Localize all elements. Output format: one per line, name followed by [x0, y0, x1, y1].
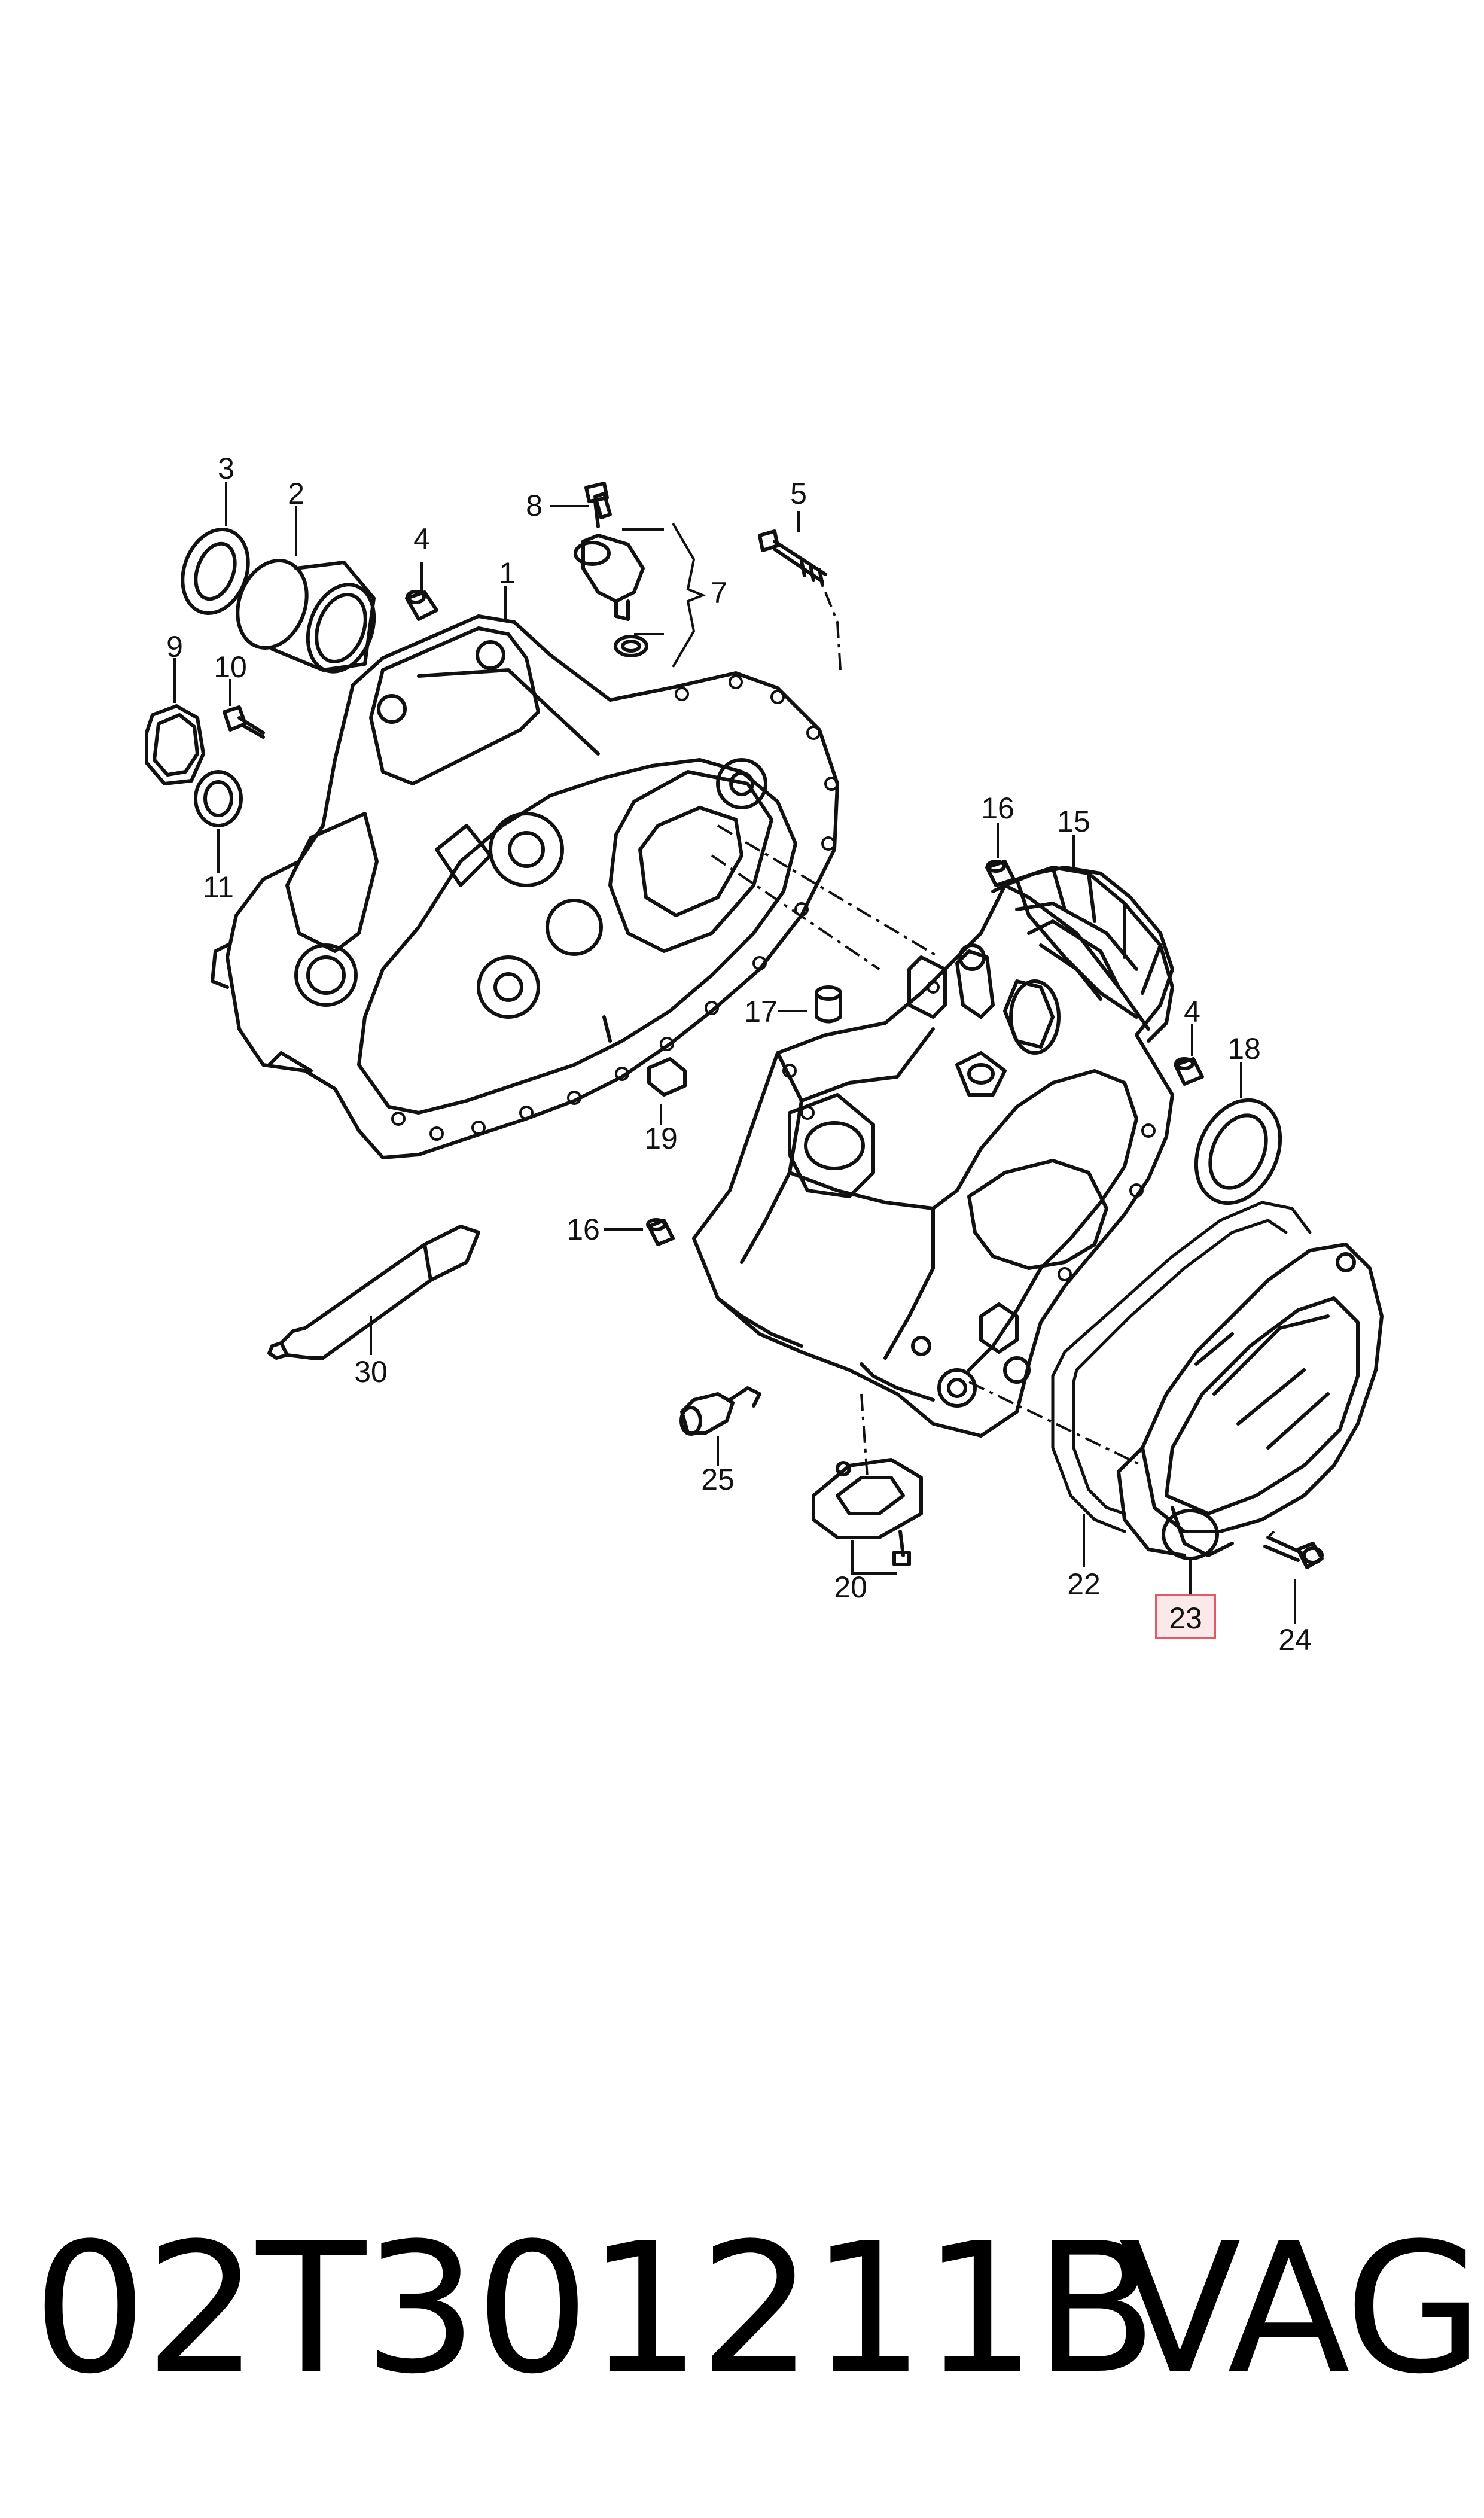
gearbox-housing-front	[211, 614, 839, 1159]
bolt-8	[584, 482, 609, 528]
callout-22: 22	[1067, 1567, 1101, 1601]
sensor-25	[679, 1386, 761, 1436]
dowel-pin-16b	[646, 1218, 675, 1246]
clip-19	[647, 1057, 687, 1097]
centerline-2	[717, 824, 940, 958]
callout-24: 24	[1278, 1623, 1312, 1657]
callout-3: 3	[218, 452, 234, 485]
part-number: 02T301211B	[33, 2205, 1157, 2413]
bolt-5	[758, 529, 827, 587]
callout-2: 2	[288, 477, 304, 510]
leader-7	[622, 522, 706, 668]
centerline-1	[711, 854, 880, 970]
dowel-pin-16a	[985, 860, 1016, 887]
flange-gasket-9	[145, 704, 205, 785]
bracket-20	[812, 1458, 923, 1566]
callout-5: 5	[790, 477, 807, 510]
centerline-5	[824, 592, 842, 671]
sensor-7	[574, 492, 648, 657]
callout-16b: 16	[566, 1213, 600, 1246]
screw-10	[223, 705, 265, 739]
callout-30: 30	[354, 1355, 388, 1389]
highlighted-callout-box	[1155, 1594, 1216, 1639]
cover-gasket	[1051, 1201, 1312, 1533]
callout-7: 7	[711, 576, 727, 610]
callout-19: 19	[644, 1122, 678, 1155]
sealant-tube-30	[267, 1225, 480, 1360]
callout-17: 17	[744, 995, 778, 1028]
callout-11: 11	[203, 870, 234, 904]
plug-17	[815, 985, 842, 1024]
oil-pan-cover	[1117, 1243, 1384, 1560]
callout-23: 23	[1169, 1601, 1202, 1635]
callout-16a: 16	[981, 791, 1014, 825]
leader-oilpan	[1267, 1530, 1275, 1539]
centerline-3	[860, 1393, 869, 1478]
callout-8: 8	[526, 489, 543, 522]
bearing-sleeve-2	[236, 559, 376, 674]
callout-18: 18	[1227, 1032, 1261, 1065]
seal-18	[1194, 1098, 1282, 1205]
callout-4a: 4	[413, 522, 430, 556]
seal-ring-3	[181, 528, 250, 615]
seal-11	[194, 770, 243, 827]
rear-end-cover	[958, 866, 1174, 1043]
callout-4b: 4	[1184, 995, 1200, 1028]
bolt-24	[1263, 1536, 1324, 1569]
dowel-pin-4a	[405, 590, 438, 621]
dowel-pin-4b	[1174, 1057, 1204, 1086]
callout-15: 15	[1057, 805, 1090, 838]
brand-name: VAG	[1119, 2205, 1483, 2413]
callout-9: 9	[166, 630, 183, 663]
callout-25: 25	[701, 1463, 735, 1496]
callout-1: 1	[499, 556, 516, 590]
callout-10: 10	[214, 650, 247, 684]
callout-20: 20	[834, 1570, 867, 1604]
leader-20	[851, 1540, 897, 1575]
